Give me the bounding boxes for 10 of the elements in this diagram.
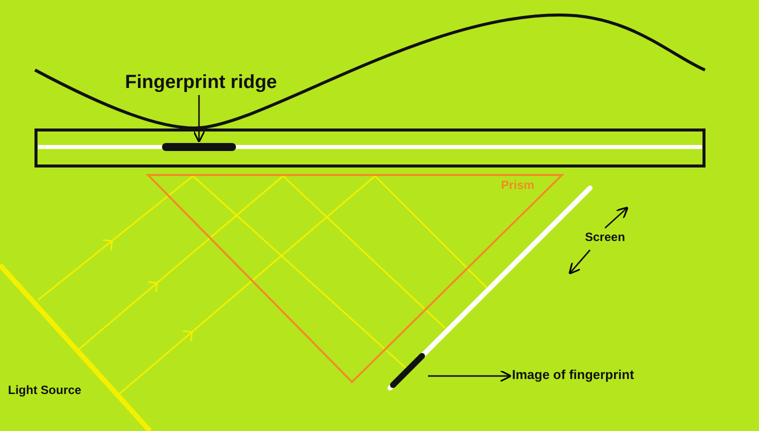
fingerprint-ridge-contact [162,143,236,151]
prism-triangle [146,173,564,384]
part-label: Screen [585,230,626,244]
leader-arrow [192,95,206,143]
part-label: Light Source [8,383,82,397]
prism-label: Prism [501,178,534,192]
callout-text: Image of fingerprint [512,367,634,382]
leader-arrow [428,370,512,382]
fingerprint-image-mark [388,352,426,390]
heading-label: Fingerprint ridge [125,72,277,94]
